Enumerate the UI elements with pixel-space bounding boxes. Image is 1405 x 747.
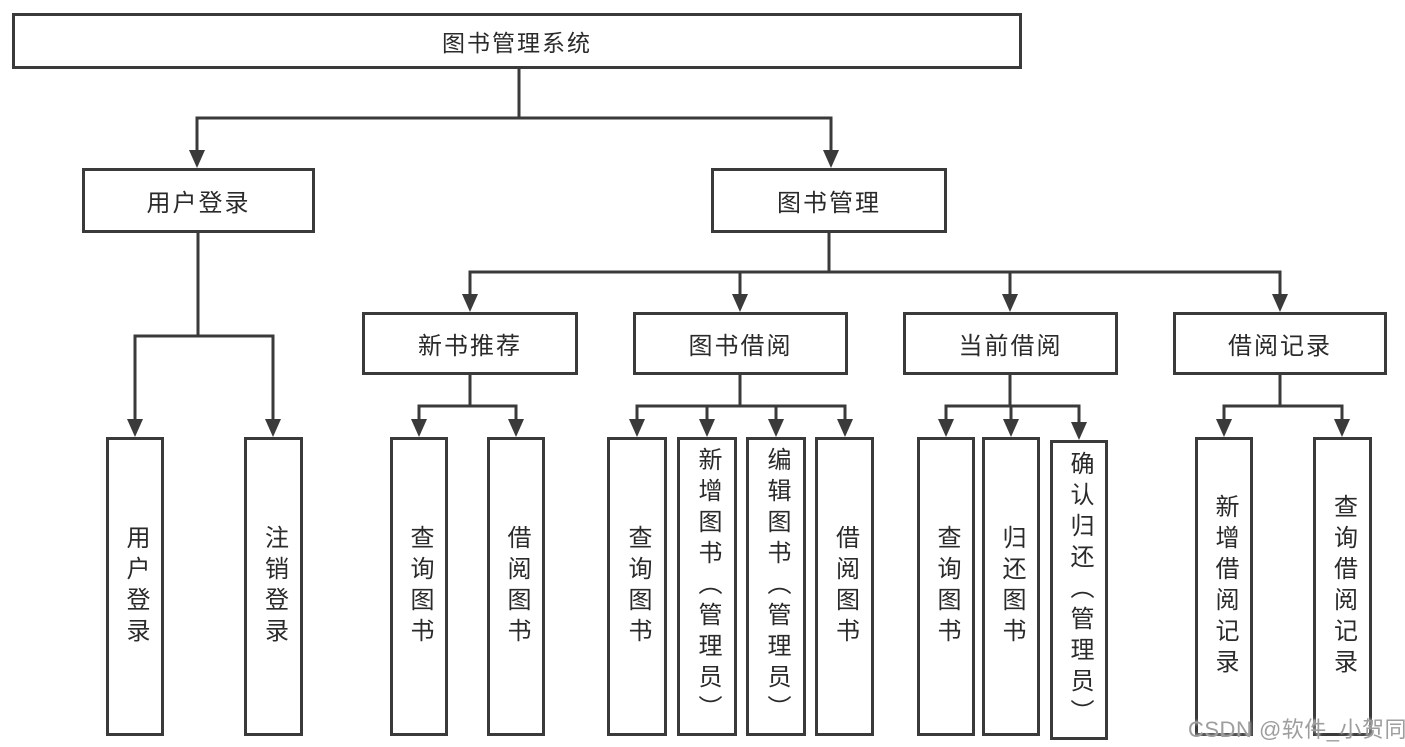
- node-borrowing-records-label: 借阅记录: [1228, 333, 1332, 360]
- arrowheads-level2: [462, 294, 1288, 312]
- leaf-add-borrow-record-label: 新增借阅记录: [1211, 493, 1238, 680]
- leaf-query-books-recommend-label: 查询图书: [406, 524, 433, 649]
- leaf-query-borrow-record-label: 查询借阅记录: [1329, 493, 1357, 680]
- node-root: 图书管理系统: [12, 13, 1022, 69]
- node-user-login-label: 用户登录: [146, 190, 251, 217]
- node-new-book-recommendation: 新书推荐: [362, 312, 578, 375]
- watermark: CSDN @软件_小贺同学: [1188, 717, 1405, 742]
- leaf-borrow-books-recommend-label: 借阅图书: [503, 524, 530, 649]
- leaf-logout-label: 注销登录: [260, 524, 288, 649]
- arrowheads-borrow-record-children: [1216, 419, 1350, 437]
- node-user-login: 用户登录: [82, 168, 315, 233]
- arrowheads-current-borrow-children: [938, 419, 1087, 440]
- leaf-confirm-return-admin-label: 确认归还（管理员）: [1066, 450, 1093, 730]
- leaf-add-book-admin: 新增图书（管理员）: [677, 437, 737, 736]
- leaf-confirm-return-admin: 确认归还（管理员）: [1050, 440, 1108, 740]
- node-new-book-recommendation-label: 新书推荐: [418, 333, 522, 360]
- leaf-query-books-recommend: 查询图书: [390, 437, 448, 736]
- connector-borrow-record-children: [1222, 375, 1344, 421]
- leaf-query-borrow-record: 查询借阅记录: [1313, 437, 1372, 736]
- node-current-borrowing-label: 当前借阅: [958, 333, 1063, 360]
- node-book-management: 图书管理: [711, 168, 947, 233]
- leaf-query-books-current-label: 查询图书: [933, 524, 960, 649]
- leaf-add-book-admin-label: 新增图书（管理员）: [694, 447, 721, 726]
- node-borrowing-records: 借阅记录: [1173, 312, 1387, 375]
- arrowheads-new-book-children: [411, 419, 524, 437]
- node-book-borrowing-label: 图书借阅: [688, 333, 793, 360]
- connector-root-to-level1: [195, 69, 833, 152]
- connector-user-login-children: [133, 233, 275, 421]
- connector-book-management-children: [468, 233, 1282, 296]
- leaf-add-borrow-record: 新增借阅记录: [1195, 437, 1253, 736]
- leaf-borrow-books-recommend: 借阅图书: [487, 437, 545, 736]
- leaf-user-login-label: 用户登录: [122, 524, 149, 649]
- leaf-edit-book-admin-label: 编辑图书（管理员）: [763, 447, 790, 726]
- leaf-return-books: 归还图书: [982, 437, 1040, 736]
- arrowheads-book-borrow-children: [629, 419, 853, 437]
- node-root-label: 图书管理系统: [442, 30, 592, 56]
- arrowheads-level1: [189, 150, 839, 168]
- connector-new-book-children: [417, 375, 518, 421]
- leaf-query-books-borrowing-label: 查询图书: [624, 524, 651, 649]
- leaf-borrow-books-borrowing-label: 借阅图书: [831, 524, 859, 649]
- leaf-edit-book-admin: 编辑图书（管理员）: [746, 437, 806, 736]
- leaf-borrow-books-borrowing: 借阅图书: [815, 437, 874, 736]
- leaf-user-login: 用户登录: [106, 437, 164, 736]
- leaf-query-books-borrowing: 查询图书: [607, 437, 667, 736]
- leaf-logout: 注销登录: [244, 437, 303, 736]
- node-book-borrowing: 图书借阅: [633, 312, 848, 375]
- node-current-borrowing: 当前借阅: [903, 312, 1118, 375]
- arrowheads-user-login-children: [127, 419, 281, 437]
- leaf-return-books-label: 归还图书: [998, 524, 1025, 649]
- connector-current-borrow-children: [944, 375, 1081, 424]
- leaf-query-books-current: 查询图书: [917, 437, 975, 736]
- connector-book-borrow-children: [635, 375, 847, 421]
- node-book-management-label: 图书管理: [777, 190, 881, 217]
